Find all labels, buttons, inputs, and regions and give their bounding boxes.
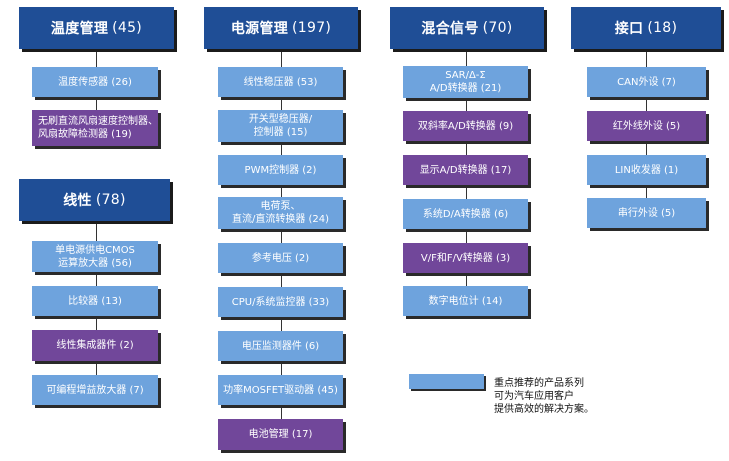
item-switching-regulator: 开关型稳压器/ 控制器 (15) xyxy=(218,110,343,142)
legend-swatch xyxy=(409,374,484,389)
item-system-dac: 系统D/A转换器 (6) xyxy=(403,199,528,229)
header-count: (45) xyxy=(112,20,143,36)
item-lin-transceiver: LIN收发器 (1) xyxy=(587,155,706,185)
header-temperature: 温度管理 (45) xyxy=(19,7,174,49)
item-cmos-opamp: 单电源供电CMOS 运算放大器 (56) xyxy=(32,241,158,272)
header-mixed-signal: 混合信号 (70) xyxy=(390,7,544,49)
header-title: 接口 xyxy=(614,21,644,37)
item-can-peripheral: CAN外设 (7) xyxy=(587,67,706,97)
header-count: (70) xyxy=(482,20,513,36)
item-linear-integrated: 线性集成器件 (2) xyxy=(32,330,158,361)
item-cpu-supervisor: CPU/系统监控器 (33) xyxy=(218,287,343,317)
header-count: (197) xyxy=(292,20,332,36)
item-pga: 可编程增益放大器 (7) xyxy=(32,375,158,405)
header-linear: 线性 (78) xyxy=(19,179,170,221)
item-voltage-reference: 参考电压 (2) xyxy=(218,243,343,273)
item-battery-management: 电池管理 (17) xyxy=(218,419,343,450)
item-fan-controller: 无刷直流风扇速度控制器、 风扇故障检测器 (19) xyxy=(32,110,158,146)
header-count: (18) xyxy=(647,20,678,36)
header-interface: 接口 (18) xyxy=(571,7,721,49)
header-title: 混合信号 xyxy=(421,21,479,37)
header-title: 温度管理 xyxy=(50,21,109,37)
item-temperature-sensor: 温度传感器 (26) xyxy=(32,67,158,97)
item-dual-slope-adc: 双斜率A/D转换器 (9) xyxy=(403,111,528,141)
item-pwm-controller: PWM控制器 (2) xyxy=(218,155,343,185)
item-infrared-peripheral: 红外线外设 (5) xyxy=(587,111,706,141)
item-digital-potentiometer: 数字电位计 (14) xyxy=(403,286,528,316)
header-title: 电源管理 xyxy=(230,21,289,37)
header-count: (78) xyxy=(95,192,126,208)
item-linear-regulator: 线性稳压器 (53) xyxy=(218,67,343,97)
item-comparator: 比较器 (13) xyxy=(32,286,158,316)
item-voltage-monitor: 电压监测器件 (6) xyxy=(218,331,343,361)
header-power: 电源管理 (197) xyxy=(204,7,358,49)
item-sar-adc: SAR/Δ-Σ A/D转换器 (21) xyxy=(403,66,528,98)
connector-line xyxy=(281,50,282,435)
item-display-adc: 显示A/D转换器 (17) xyxy=(403,155,528,185)
item-vf-converter: V/F和F/V转换器 (3) xyxy=(403,243,528,273)
item-mosfet-driver: 功率MOSFET驱动器 (45) xyxy=(218,375,343,405)
item-charge-pump: 电荷泵、 直流/直流转换器 (24) xyxy=(218,197,343,229)
item-serial-peripheral: 串行外设 (5) xyxy=(587,198,706,228)
header-title: 线性 xyxy=(63,193,92,209)
legend-text: 重点推荐的产品系列 可为汽车应用客户 提供高效的解决方案。 xyxy=(494,378,594,415)
